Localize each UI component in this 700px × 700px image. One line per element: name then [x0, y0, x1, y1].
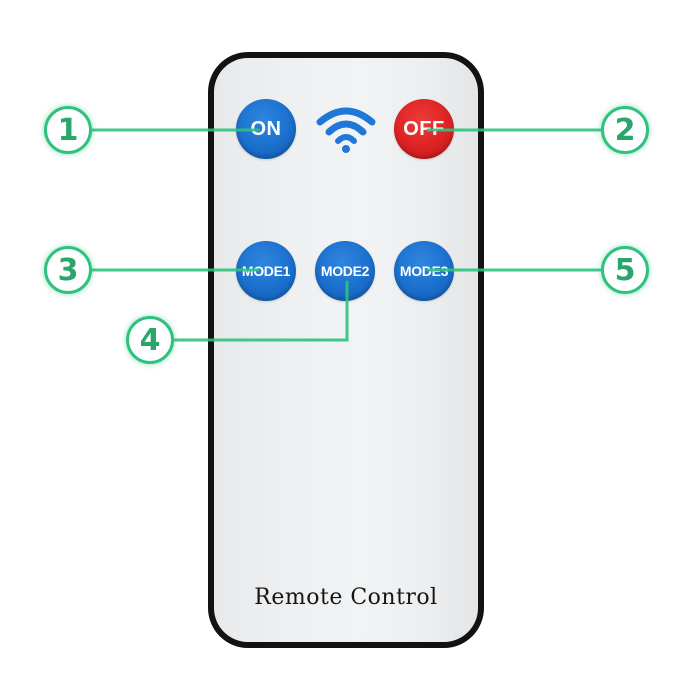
mode2-button[interactable]: MODE2 — [315, 241, 375, 301]
mode3-button[interactable]: MODE3 — [394, 241, 454, 301]
mode1-button[interactable]: MODE1 — [236, 241, 296, 301]
callout-number-2: 2 — [601, 106, 649, 154]
brand-label: Remote Control — [254, 585, 438, 610]
on-button[interactable]: ON — [236, 99, 296, 159]
callout-number-1: 1 — [44, 106, 92, 154]
callout-number-3: 3 — [44, 246, 92, 294]
off-button[interactable]: OFF — [394, 99, 454, 159]
callout-number-5: 5 — [601, 246, 649, 294]
wireless-signal-icon — [316, 107, 376, 153]
callout-number-4: 4 — [126, 316, 174, 364]
